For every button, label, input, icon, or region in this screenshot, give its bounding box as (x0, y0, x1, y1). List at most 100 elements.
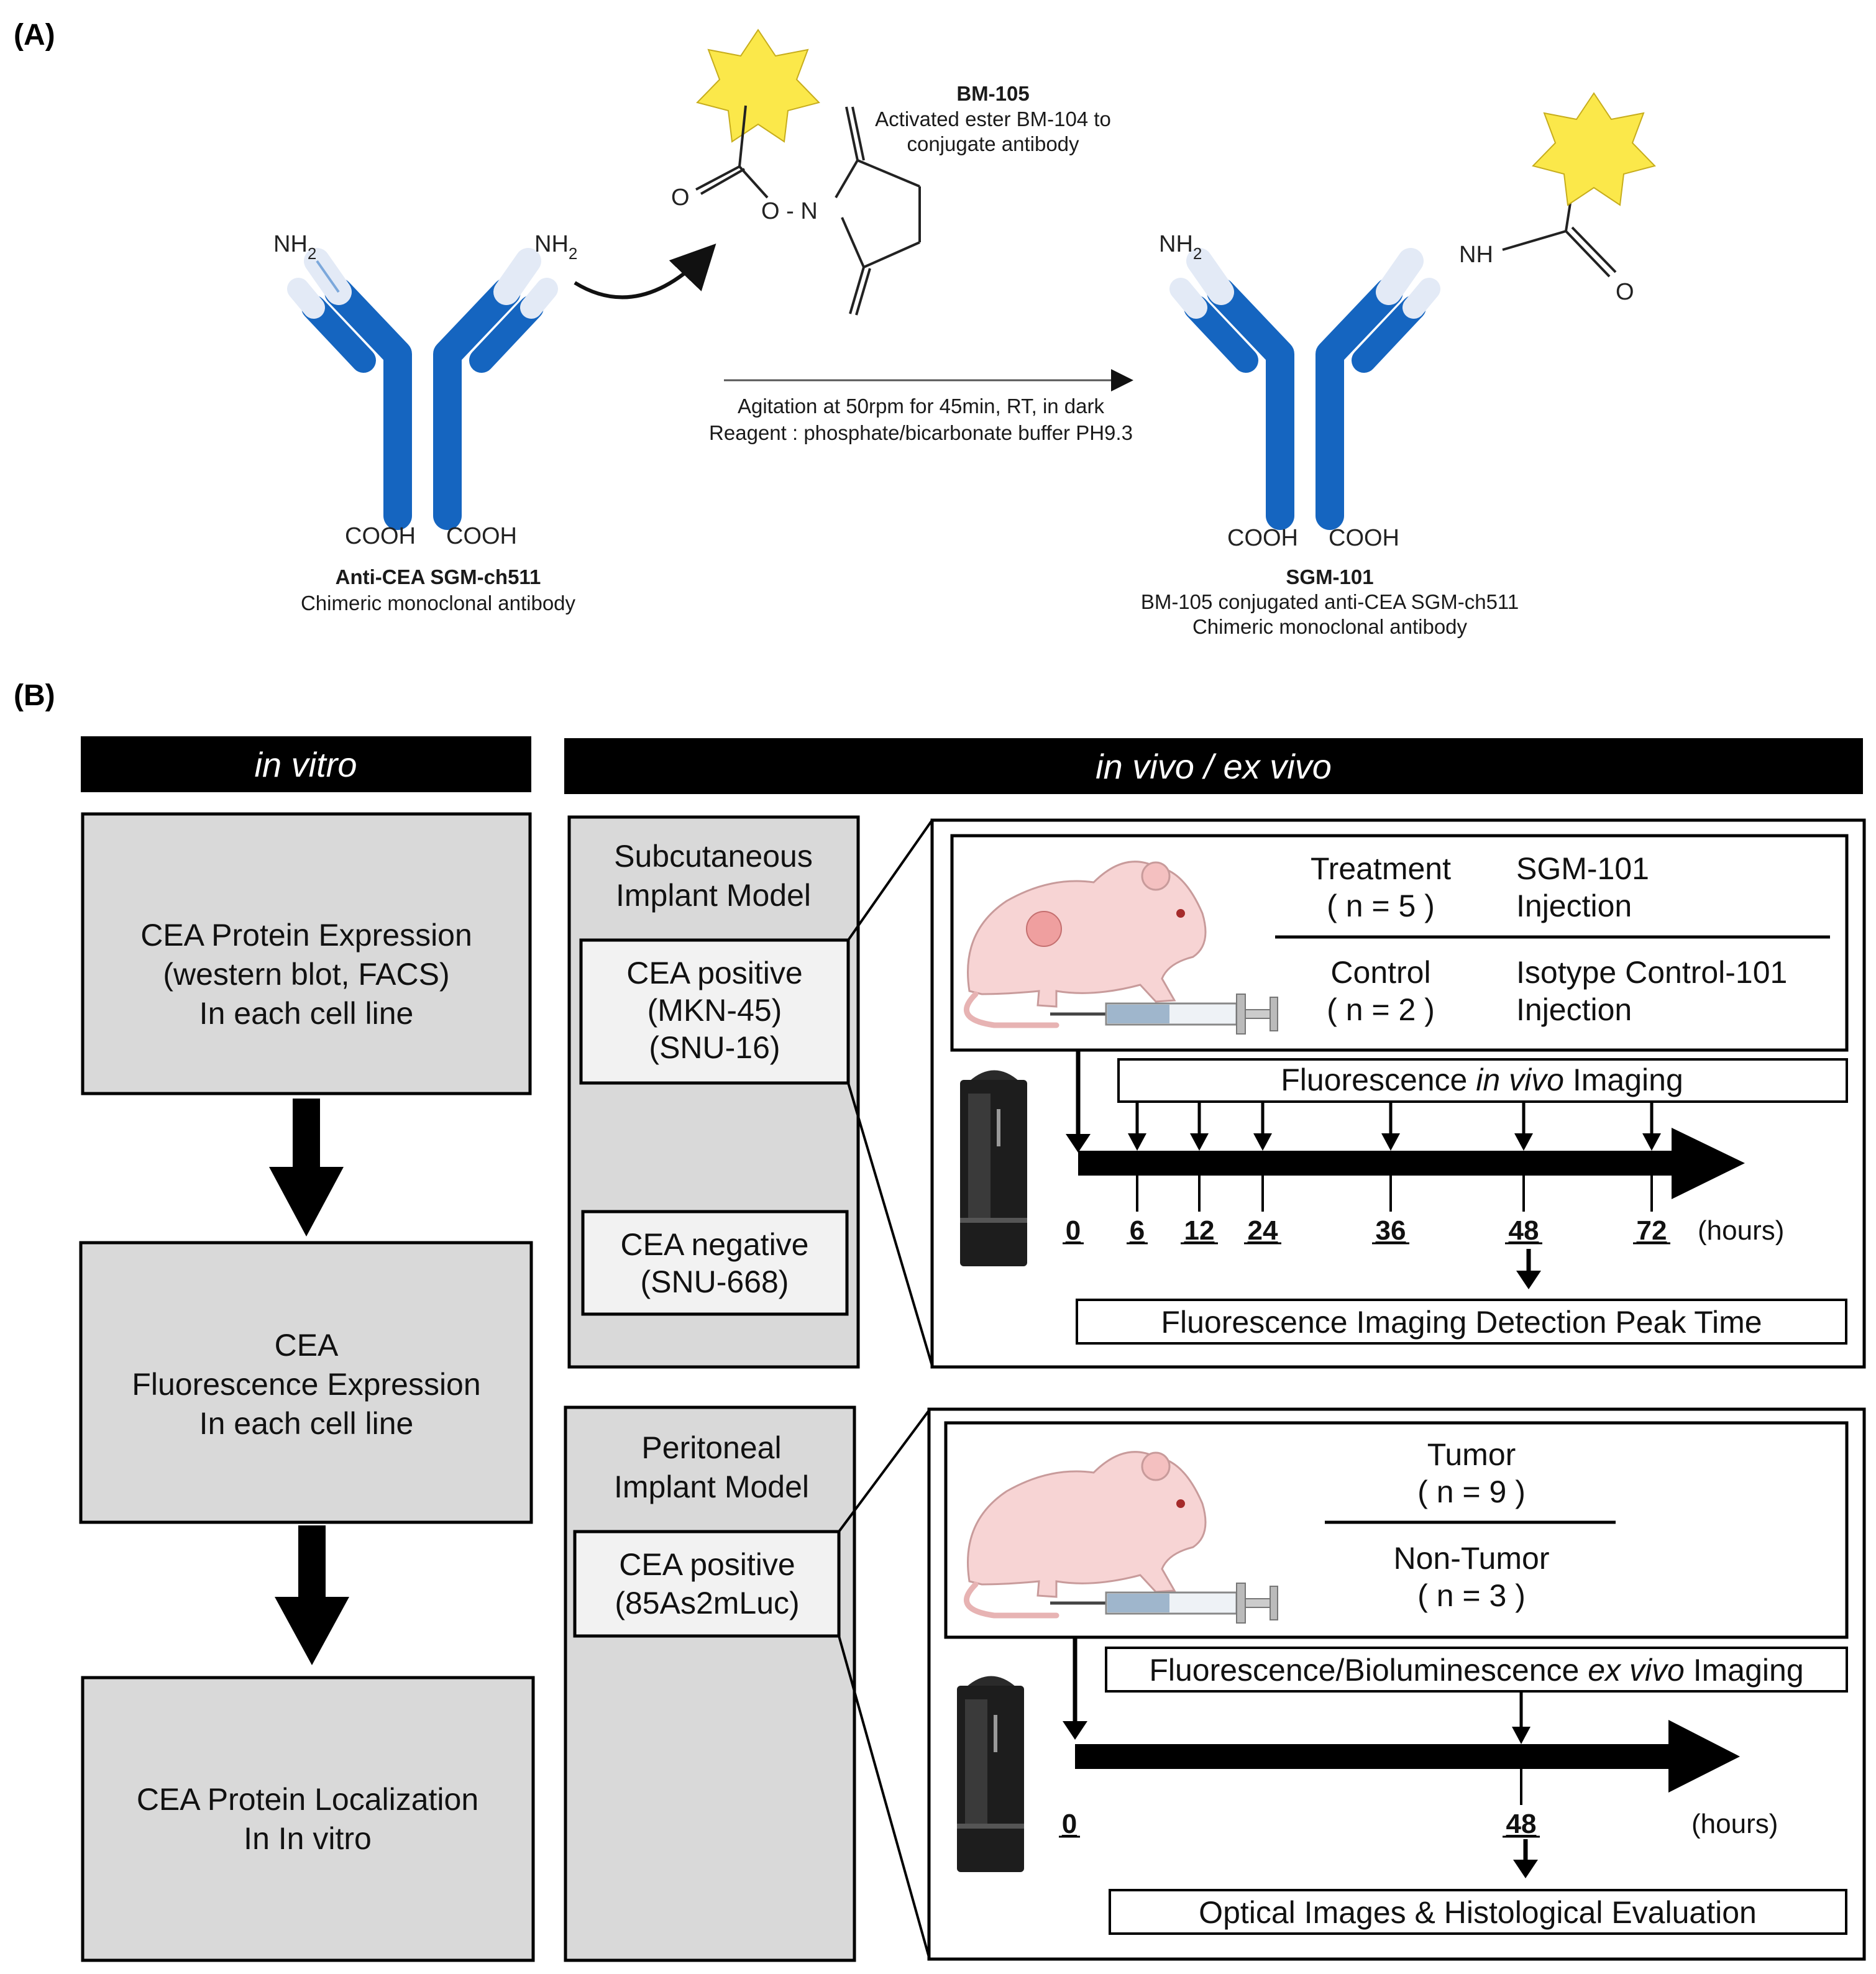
peritoneal-hours-label: (hours) (1691, 1809, 1778, 1839)
control-agent-line2: Injection (1516, 992, 1632, 1027)
in-vitro-step-2-line1: CEA (275, 1328, 339, 1363)
right-amide-structure-icon (1502, 170, 1617, 278)
treatment-agent-line2: Injection (1516, 889, 1632, 923)
left-antibody-name: Anti-CEA SGM-ch511 (336, 565, 541, 588)
reagent-desc-line1: Activated ester BM-104 to (875, 107, 1111, 130)
in-vitro-step-3-line1: CEA Protein Localization (137, 1782, 478, 1817)
timeline-arrow-icon (1063, 1637, 1740, 1793)
timeline-arrow-icon (1066, 1050, 1745, 1199)
in-vivo-imaging-box (1117, 1058, 1848, 1103)
panel-a-label: (A) (14, 19, 55, 52)
in-vivo-header-bar (564, 738, 1863, 794)
in-vitro-step-1-line1: CEA Protein Expression (140, 918, 472, 953)
subcutaneous-negative-line1: CEA negative (621, 1227, 809, 1262)
in-vitro-step-2-line3: In each cell line (199, 1406, 414, 1441)
control-label: Control (1330, 955, 1430, 990)
timepoint-label: 6 (1130, 1215, 1145, 1246)
right-antibody-name: SGM-101 (1286, 565, 1373, 588)
subcutaneous-hours-label: (hours) (1698, 1215, 1784, 1246)
mouse-icon (964, 1451, 1207, 1619)
down-arrow-icon (269, 1099, 344, 1236)
right-nh-label: NH (1459, 242, 1493, 268)
timepoint-label: 24 (1248, 1215, 1278, 1246)
treatment-label: Treatment (1311, 851, 1451, 886)
tumor-label: Tumor (1427, 1437, 1516, 1472)
evaluation-label: Optical Images & Histological Evaluation (1199, 1895, 1757, 1930)
ex-vivo-imaging-box (1105, 1647, 1848, 1693)
peak-time-box (1076, 1299, 1847, 1345)
in-vivo-imaging-label: Fluorescence in vivo Imaging (1281, 1062, 1683, 1097)
timepoint-label: 12 (1184, 1215, 1215, 1246)
left-antibody-icon (287, 248, 558, 530)
fluorophore-star-icon (696, 29, 820, 143)
timepoint-arrowhead-icon (1128, 1133, 1146, 1151)
zoom-connector (838, 1409, 930, 1533)
timepoint-arrowhead-icon (1642, 1133, 1661, 1151)
syringe-icon (1050, 1583, 1278, 1624)
timepoint-arrowhead-icon (1190, 1133, 1209, 1151)
left-antibody-desc: Chimeric monoclonal antibody (301, 592, 576, 615)
peritoneal-positive-box (573, 1530, 841, 1638)
in-vitro-header-bar (81, 736, 531, 792)
in-vitro-step-1-line3: In each cell line (199, 996, 414, 1031)
left-cooh-right: COOH (446, 523, 517, 549)
bm105-o-n-label: O - N (761, 198, 818, 224)
right-antibody-icon (1169, 248, 1440, 530)
reagent-name: BM-105 (956, 82, 1029, 105)
peritoneal-ticks: 0 48 (1059, 1691, 1540, 1839)
nontumor-n: ( n = 3 ) (1417, 1578, 1526, 1613)
peritoneal-title-line2: Implant Model (614, 1469, 809, 1504)
control-agent-line1: Isotype Control-101 (1516, 955, 1787, 990)
timepoint-arrowhead-icon (1512, 1727, 1531, 1744)
subcutaneous-negative-box (581, 1210, 849, 1316)
zoom-connector (838, 1635, 930, 1958)
panel-b-label: (B) (14, 679, 55, 712)
right-o-label: O (1616, 279, 1634, 305)
in-vitro-step-2 (79, 1241, 533, 1524)
right-cooh-right: COOH (1329, 525, 1399, 551)
down-arrow-icon (275, 1525, 349, 1665)
zoom-connector (847, 819, 933, 941)
timepoint-arrowhead-icon (1381, 1133, 1400, 1151)
right-antibody-desc-line2: Chimeric monoclonal antibody (1192, 615, 1468, 638)
peritoneal-positive-line1: CEA positive (619, 1547, 795, 1582)
timepoint-arrowhead-icon (1514, 1133, 1533, 1151)
timepoint-label: 48 (1506, 1809, 1537, 1839)
treatment-n: ( n = 5 ) (1327, 889, 1435, 923)
timepoint-label: 48 (1509, 1215, 1539, 1246)
subcutaneous-negative-line2: (SNU-668) (641, 1264, 789, 1299)
imaging-system-icon (960, 1070, 1027, 1266)
subcutaneous-title-line2: Implant Model (616, 878, 811, 913)
condition-line1: Agitation at 50rpm for 45min, RT, in dar… (738, 395, 1105, 418)
reaction-curve-arrow-icon (574, 243, 716, 299)
zoom-connector (847, 1082, 933, 1366)
timepoint-arrowhead-icon (1253, 1133, 1272, 1151)
in-vivo-header: in vivo / ex vivo (1096, 747, 1332, 786)
in-vitro-step-2-line2: Fluorescence Expression (132, 1367, 480, 1402)
subcutaneous-title-line1: Subcutaneous (614, 839, 813, 874)
conjugated-star-icon (1532, 92, 1656, 206)
reagent-desc-line2: conjugate antibody (907, 132, 1079, 155)
evaluation-box (1109, 1889, 1847, 1935)
control-n: ( n = 2 ) (1327, 992, 1435, 1027)
subcutaneous-positive-box (579, 938, 850, 1085)
bm105-o-label: O (671, 185, 690, 211)
subcutaneous-positive-line2: (MKN-45) (647, 993, 782, 1028)
in-vitro-step-1-line2: (western blot, FACS) (163, 957, 449, 992)
right-nh2-left: NH2 (1159, 231, 1202, 263)
syringe-icon (1050, 994, 1278, 1035)
in-vitro-step-3-line2: In In vitro (244, 1821, 372, 1856)
peritoneal-title-line1: Peritoneal (641, 1430, 781, 1465)
nontumor-label: Non-Tumor (1394, 1541, 1550, 1576)
left-nh2-left: NH2 (273, 231, 316, 263)
ex-vivo-imaging-label: Fluorescence/Bioluminescence ex vivo Ima… (1149, 1653, 1803, 1688)
timepoint-label: 72 (1637, 1215, 1667, 1246)
timepoint-label: 0 (1062, 1809, 1077, 1839)
timepoint-label: 36 (1376, 1215, 1406, 1246)
imaging-system-icon (957, 1676, 1024, 1872)
condition-line2: Reagent : phosphate/bicarbonate buffer P… (709, 421, 1133, 444)
peak-time-label: Fluorescence Imaging Detection Peak Time (1161, 1305, 1762, 1340)
peak-arrow-icon (1516, 1249, 1541, 1289)
